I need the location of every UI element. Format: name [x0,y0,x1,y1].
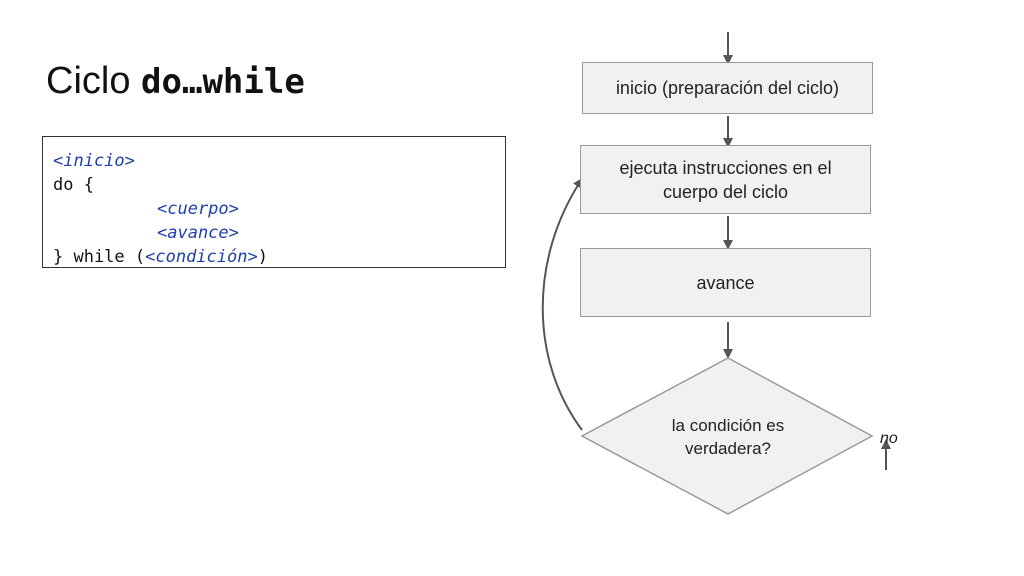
placeholder-avance: <avance> [157,223,239,243]
title-code: do…while [141,62,305,102]
step-ejecuta: ejecuta instrucciones en el cuerpo del c… [580,145,871,214]
code-snippet: <inicio> do { <cuerpo> <avance> } while … [42,136,506,268]
code-line-4: <avance> [53,221,495,245]
step-inicio: inicio (preparación del ciclo) [582,62,873,114]
decision-diamond [580,357,874,515]
no-label: no [880,430,898,447]
step-avance: avance [580,248,871,317]
step-avance-label: avance [696,272,755,293]
decision-label: la condición es verdadera? [671,416,785,458]
code-line-5: } while (<condición>) [53,245,495,269]
code-line-1: <inicio> [53,149,495,173]
code-line-3: <cuerpo> [53,197,495,221]
step-ejecuta-label: ejecuta instrucciones en el cuerpo del c… [619,157,832,202]
placeholder-condicion: <condición> [145,247,258,267]
code-line-2: do { [53,175,94,195]
title-text: Ciclo [46,60,142,102]
while-suffix: ) [257,247,268,267]
arrow-loop-back [541,177,583,431]
slide-title: Ciclo do…while [46,60,305,103]
while-prefix: } while ( [53,247,146,267]
placeholder-cuerpo: <cuerpo> [157,199,239,219]
step-inicio-label: inicio (preparación del ciclo) [615,78,840,98]
placeholder-inicio: <inicio> [53,151,135,171]
